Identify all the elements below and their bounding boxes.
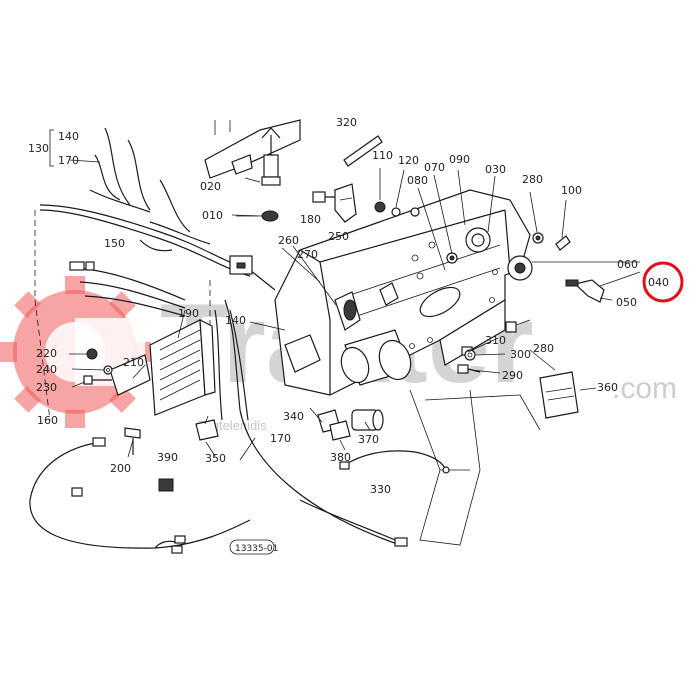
label-020: 020 bbox=[200, 180, 221, 193]
highlight-circle bbox=[642, 261, 684, 303]
label-140-mid: 140 bbox=[225, 314, 246, 327]
label-050: 050 bbox=[616, 296, 637, 309]
part-160-cable bbox=[29, 437, 251, 554]
leaders-lower bbox=[69, 159, 556, 461]
watermark-domain: .com bbox=[612, 372, 677, 405]
part-330-wire bbox=[339, 450, 450, 474]
part-120-screw bbox=[391, 169, 405, 217]
label-330: 330 bbox=[370, 483, 391, 496]
label-370: 370 bbox=[358, 433, 379, 446]
label-180: 180 bbox=[300, 213, 321, 226]
part-360-decal bbox=[539, 371, 597, 419]
label-220: 220 bbox=[36, 347, 57, 360]
part-100-pin bbox=[555, 199, 571, 251]
label-320: 320 bbox=[336, 116, 357, 129]
label-260: 260 bbox=[278, 234, 299, 247]
part-380-clamp bbox=[329, 420, 351, 441]
label-160: 160 bbox=[37, 414, 58, 427]
group-bracket bbox=[49, 129, 54, 167]
leaders-top bbox=[281, 169, 641, 306]
gear-logo-icon bbox=[0, 276, 151, 428]
label-190: 190 bbox=[178, 307, 199, 320]
label-170-bottom: 170 bbox=[270, 432, 291, 445]
part-020-bracket bbox=[204, 119, 301, 179]
label-100: 100 bbox=[561, 184, 582, 197]
label-350: 350 bbox=[205, 452, 226, 465]
label-390: 390 bbox=[157, 451, 178, 464]
part-230-bolt bbox=[83, 375, 112, 385]
label-040: 040 bbox=[648, 276, 669, 289]
label-280-mid: 280 bbox=[533, 342, 554, 355]
label-300: 300 bbox=[510, 348, 531, 361]
label-120: 120 bbox=[398, 154, 419, 167]
label-170-top: 170 bbox=[58, 154, 79, 167]
label-110: 110 bbox=[372, 149, 393, 162]
label-080: 080 bbox=[407, 174, 428, 187]
label-280-top: 280 bbox=[522, 173, 543, 186]
label-360: 360 bbox=[597, 381, 618, 394]
part-010-sensor bbox=[231, 127, 281, 222]
part-190-regulator bbox=[149, 318, 216, 416]
label-070: 070 bbox=[424, 161, 445, 174]
label-380: 380 bbox=[330, 451, 351, 464]
label-010: 010 bbox=[202, 209, 223, 222]
part-350-clip bbox=[195, 415, 219, 441]
diagram-id-box: 13335-01 bbox=[229, 539, 278, 555]
part-170-cable-end bbox=[299, 499, 408, 547]
part-370-relay bbox=[351, 409, 384, 431]
label-210: 210 bbox=[123, 356, 144, 369]
label-290: 290 bbox=[502, 369, 523, 382]
label-130: 130 bbox=[28, 142, 49, 155]
label-310: 310 bbox=[485, 334, 506, 347]
label-230: 230 bbox=[36, 381, 57, 394]
label-060: 060 bbox=[617, 258, 638, 271]
part-320-rod bbox=[343, 135, 383, 167]
label-200: 200 bbox=[110, 462, 131, 475]
steering-column-outline bbox=[409, 389, 541, 546]
label-270: 270 bbox=[297, 248, 318, 261]
callout-labels: 320 110 120 070 090 080 030 280 100 060 … bbox=[28, 116, 638, 496]
label-090: 090 bbox=[449, 153, 470, 166]
part-390-plate bbox=[158, 478, 174, 492]
console-housing bbox=[274, 189, 605, 396]
part-300-washer bbox=[464, 349, 476, 361]
label-250: 250 bbox=[328, 230, 349, 243]
part-210-bracket bbox=[109, 354, 151, 396]
part-280b-bolt bbox=[505, 321, 517, 333]
part-240-washer bbox=[103, 365, 113, 375]
part-220-nut bbox=[86, 348, 98, 360]
part-280-washer bbox=[529, 191, 544, 244]
label-030: 030 bbox=[485, 163, 506, 176]
highlight-040[interactable]: 040 bbox=[642, 261, 684, 303]
label-140-top: 140 bbox=[58, 130, 79, 143]
label-240: 240 bbox=[36, 363, 57, 376]
part-250-bracket bbox=[334, 183, 357, 223]
label-340: 340 bbox=[283, 410, 304, 423]
wiring-harness bbox=[34, 127, 401, 546]
label-150: 150 bbox=[104, 237, 125, 250]
diagram-id: 13335-01 bbox=[235, 544, 278, 554]
part-110-screw bbox=[374, 168, 386, 213]
